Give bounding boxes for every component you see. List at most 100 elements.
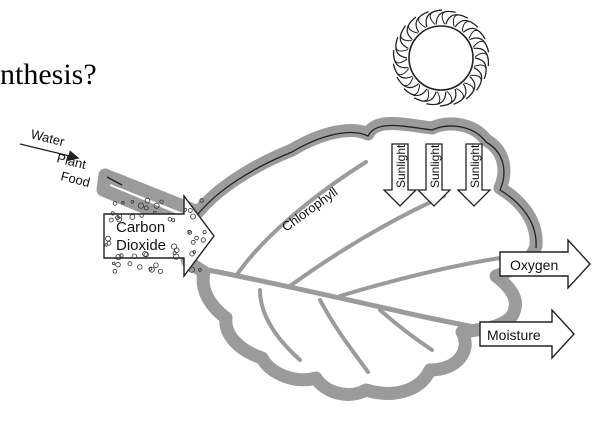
sun-ray [472,40,490,53]
leaf-vein [258,288,302,362]
sun-ray [473,47,489,66]
co2-bubble [137,264,143,270]
co2-bubble [173,253,180,260]
sun-icon [392,9,490,107]
co2-bubble [143,205,149,211]
co2-bubble [148,266,155,273]
sun-ray [413,89,430,102]
sunlight-label: Sunlight [394,144,408,188]
co2-bubble [153,262,159,268]
co2-bubble [190,239,196,245]
oxygen-arrow: Oxygen [499,238,591,290]
sun-ray [400,25,412,42]
co2-bubble [121,200,125,205]
co2-bubble [104,243,108,247]
page-title: nthesis? [0,58,97,91]
leaf-icon [96,117,543,401]
sun-ray [464,82,474,100]
sun-ray [418,11,429,29]
sun-ray [393,50,408,64]
leaf-vein [288,194,446,288]
leaf-vein [234,160,368,278]
co2-bubble [131,253,138,259]
co2-bubble [189,251,195,257]
sun-ray [393,50,409,69]
sun-ray [470,74,482,91]
sun-ray [435,10,456,25]
co2-bubble [187,208,193,213]
sunlight-arrow-2: Sunlight [416,143,452,207]
plant-label: Plant [55,150,88,172]
sun-ray [426,91,441,106]
water-label: Water [29,126,66,149]
co2-bubble [115,254,122,261]
sun-ray [396,76,414,87]
co2-bubble [143,252,149,258]
moisture-label: Moisture [487,327,541,343]
co2-bubble [199,198,204,203]
leaf-midrib [205,267,491,333]
sun-ray [474,52,489,66]
sun-ray [441,10,456,25]
co2-bubble [110,211,115,216]
sun-ray [461,21,479,32]
sun-ray [426,91,447,106]
leaf-inner-outline [197,124,537,249]
co2-bubble [198,267,202,272]
co2-bubble [111,261,116,266]
co2-bubble [108,217,114,223]
co2-bubble [200,237,206,243]
co2-bubble [115,262,121,268]
co2-bubble [187,229,191,234]
leaf-vein [338,256,502,298]
sun-ray [439,88,457,107]
co2-bubble [190,213,196,220]
co2-bubble [171,243,178,250]
co2-bubble [116,216,122,223]
sun-ray [473,64,487,80]
co2-bubble [152,210,157,215]
co2-bubbles [104,197,207,274]
co2-bubble [130,200,135,204]
co2-bubble [137,202,145,209]
sunlight-arrow-3: Sunlight [456,143,492,207]
sunlight-arrow-1: Sunlight [382,143,418,207]
carbon-dioxide-arrow: Carbon Dioxide [103,193,215,279]
oxygen-label: Oxygen [510,257,558,273]
sun-ray [403,84,421,95]
co2-bubble [192,250,196,254]
co2-bubble [142,251,149,257]
moisture-arrow: Moisture [479,308,575,360]
co2-bubble [159,199,164,204]
co2-bubble [112,268,118,274]
sun-ray [408,16,418,34]
co2-bubble [157,268,164,274]
water-arrow: Water Plant Food [19,126,92,190]
sun-ray [429,9,443,25]
leaf-outline-band [96,117,543,401]
sun-ray [452,14,469,27]
leaf-vein [318,298,370,374]
chlorophyll-label: Chlorophyll [279,184,341,234]
sunlight-label: Sunlight [468,144,482,188]
co2-bubble [117,213,122,219]
sunlight-label: Sunlight [428,144,442,188]
co2-bubble [202,230,207,235]
sun-ray [468,29,486,40]
co2-bubble [167,217,173,222]
sun-ray [453,87,464,105]
leaf-vein [378,308,434,352]
dioxide-label: Dioxide [116,237,166,254]
co2-bubble [129,214,136,220]
carbon-label: Carbon [116,219,165,236]
co2-bubble [144,197,151,204]
co2-bubble [188,266,195,273]
sun-ray [395,36,409,52]
co2-bubble [194,235,199,241]
co2-bubble [153,202,160,209]
co2-bubble [183,207,188,212]
leaf-stem [106,176,123,186]
sun-ray [392,63,410,76]
